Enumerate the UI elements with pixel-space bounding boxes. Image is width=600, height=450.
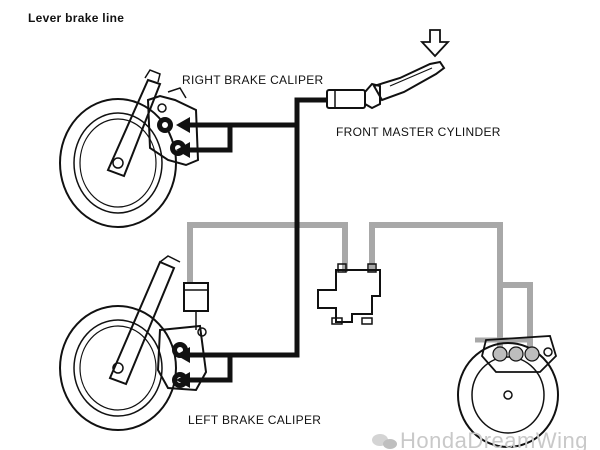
delay-valve: [317, 263, 381, 325]
secondary-master-cylinder: [183, 282, 209, 337]
rear-wheel: [457, 335, 559, 448]
right-brake-caliper: [146, 87, 200, 167]
left-caliper-label: LEFT BRAKE CALIPER: [188, 413, 321, 427]
front-master-cylinder: [326, 82, 381, 110]
flow-arrow: [176, 142, 190, 158]
right-caliper-label: RIGHT BRAKE CALIPER: [182, 73, 324, 87]
flow-arrow: [176, 347, 190, 363]
flow-arrow: [176, 372, 190, 388]
wechat-logo-icon: [372, 434, 397, 449]
down-arrow-icon: [419, 29, 451, 58]
watermark-text: HondaDreamWing: [400, 428, 588, 450]
diagram-title: Lever brake line: [28, 11, 124, 25]
primary-brake-line: [176, 97, 327, 388]
master-cylinder-label: FRONT MASTER CYLINDER: [336, 125, 501, 139]
flow-arrow: [176, 117, 190, 133]
secondary-brake-line: [187, 222, 533, 348]
left-wheel: [59, 255, 181, 431]
brake-lever: [372, 60, 446, 102]
right-wheel: [59, 69, 177, 228]
